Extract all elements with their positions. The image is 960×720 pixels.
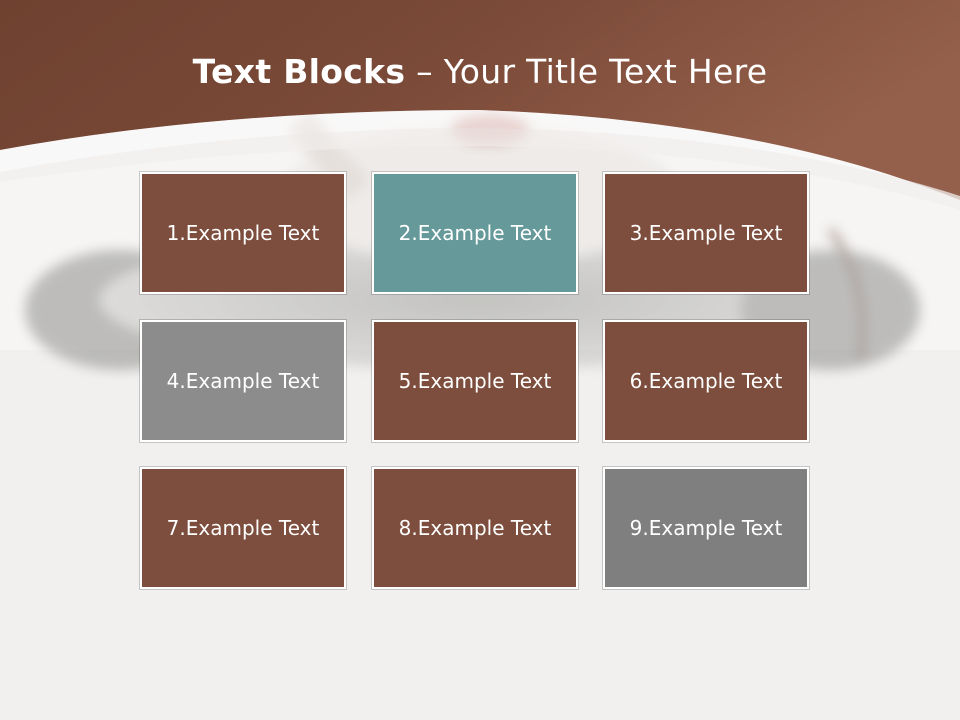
title-bold: Text Blocks bbox=[192, 52, 406, 91]
text-block-label: 6.Example Text bbox=[629, 369, 783, 393]
text-block-label: 9.Example Text bbox=[629, 516, 783, 540]
title-separator: – bbox=[405, 52, 444, 91]
text-block-label: 8.Example Text bbox=[398, 516, 552, 540]
text-block-1[interactable]: 1.Example Text bbox=[140, 172, 346, 294]
text-block-label: 3.Example Text bbox=[629, 221, 783, 245]
text-block-7[interactable]: 7.Example Text bbox=[140, 467, 346, 589]
text-block-label: 1.Example Text bbox=[166, 221, 320, 245]
text-block-3[interactable]: 3.Example Text bbox=[603, 172, 809, 294]
slide-title: Text Blocks – Your Title Text Here bbox=[0, 52, 960, 91]
text-block-label: 7.Example Text bbox=[166, 516, 320, 540]
text-block-label: 2.Example Text bbox=[398, 221, 552, 245]
text-block-4[interactable]: 4.Example Text bbox=[140, 320, 346, 442]
title-rest: Your Title Text Here bbox=[443, 52, 768, 91]
text-block-label: 5.Example Text bbox=[398, 369, 552, 393]
text-block-9[interactable]: 9.Example Text bbox=[603, 467, 809, 589]
text-block-label: 4.Example Text bbox=[166, 369, 320, 393]
text-block-8[interactable]: 8.Example Text bbox=[372, 467, 578, 589]
text-block-5[interactable]: 5.Example Text bbox=[372, 320, 578, 442]
text-block-2[interactable]: 2.Example Text bbox=[372, 172, 578, 294]
text-block-6[interactable]: 6.Example Text bbox=[603, 320, 809, 442]
